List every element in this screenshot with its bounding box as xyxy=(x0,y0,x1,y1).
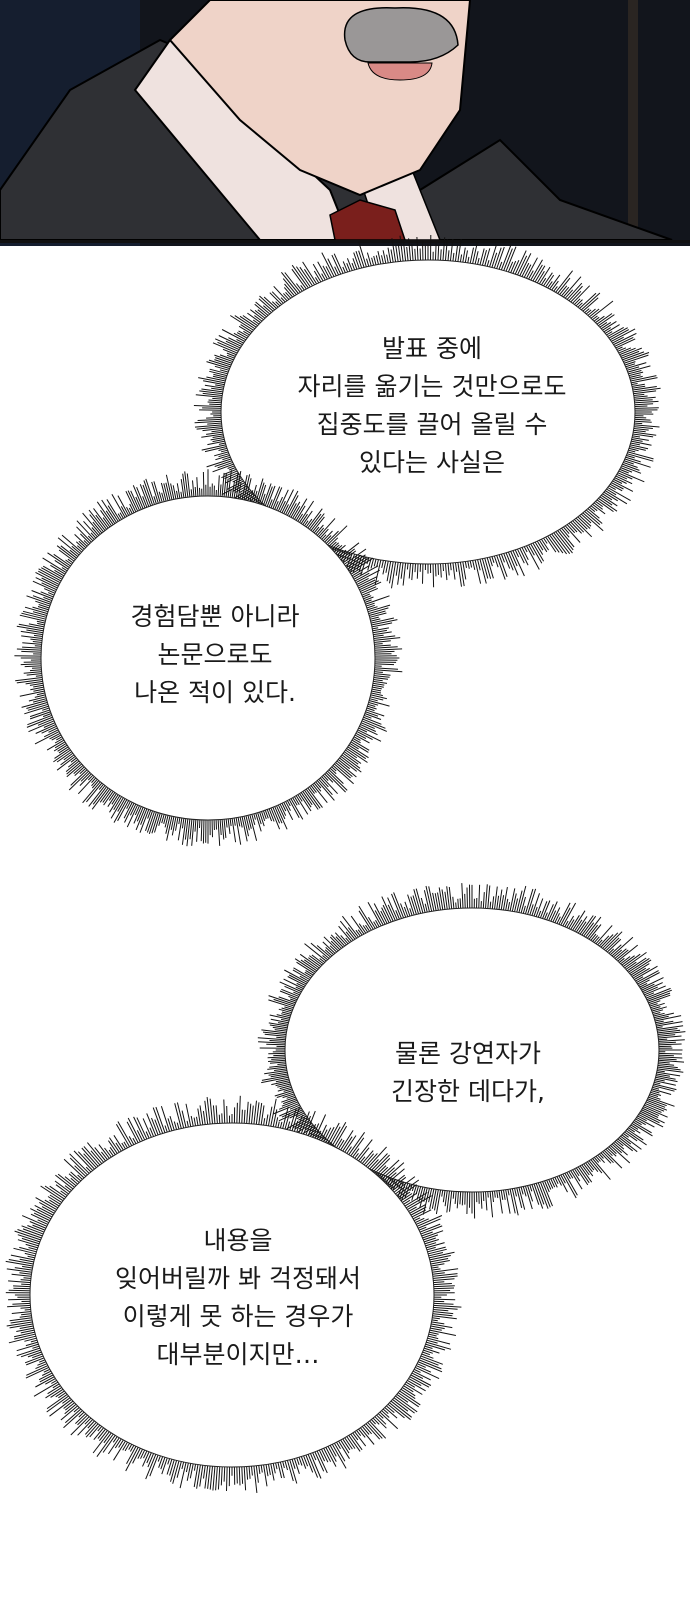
bubble-line: 대부분이지만… xyxy=(156,1340,320,1369)
bubble-line: 집중도를 끌어 올릴 수 xyxy=(316,410,548,439)
speech-bubble-3-text: 물론 강연자가 긴장한 데다가, xyxy=(391,1035,545,1111)
bubble-line: 자리를 옮기는 것만으로도 xyxy=(297,372,567,401)
bubble-line: 발표 중에 xyxy=(382,334,482,363)
speech-bubble-1-text: 발표 중에 자리를 옮기는 것만으로도 집중도를 끌어 올릴 수 있다는 사실은 xyxy=(298,330,567,482)
comic-panel-man-in-suit xyxy=(0,0,690,246)
speech-bubble-2-text: 경험담뿐 아니라 논문으로도 나온 적이 있다. xyxy=(131,598,300,712)
bubble-line: 물론 강연자가 xyxy=(395,1039,541,1068)
bubble-line: 이렇게 못 하는 경우가 xyxy=(122,1302,354,1331)
bubble-line: 경험담뿐 아니라 xyxy=(130,602,300,631)
bubble-line: 논문으로도 xyxy=(157,640,273,669)
bubble-line: 잊어버릴까 봐 걱정돼서 xyxy=(115,1264,361,1293)
speech-bubble-4 xyxy=(5,1095,462,1493)
speech-bubble-4-text: 내용을 잊어버릴까 봐 걱정돼서 이렇게 못 하는 경우가 대부분이지만… xyxy=(115,1222,361,1374)
bubble-line: 나온 적이 있다. xyxy=(134,678,296,707)
bubble-line: 긴장한 데다가, xyxy=(391,1077,545,1106)
bubble-line: 있다는 사실은 xyxy=(359,448,505,477)
speech-bubble-2 xyxy=(14,469,403,847)
bubble-line: 내용을 xyxy=(203,1226,273,1255)
